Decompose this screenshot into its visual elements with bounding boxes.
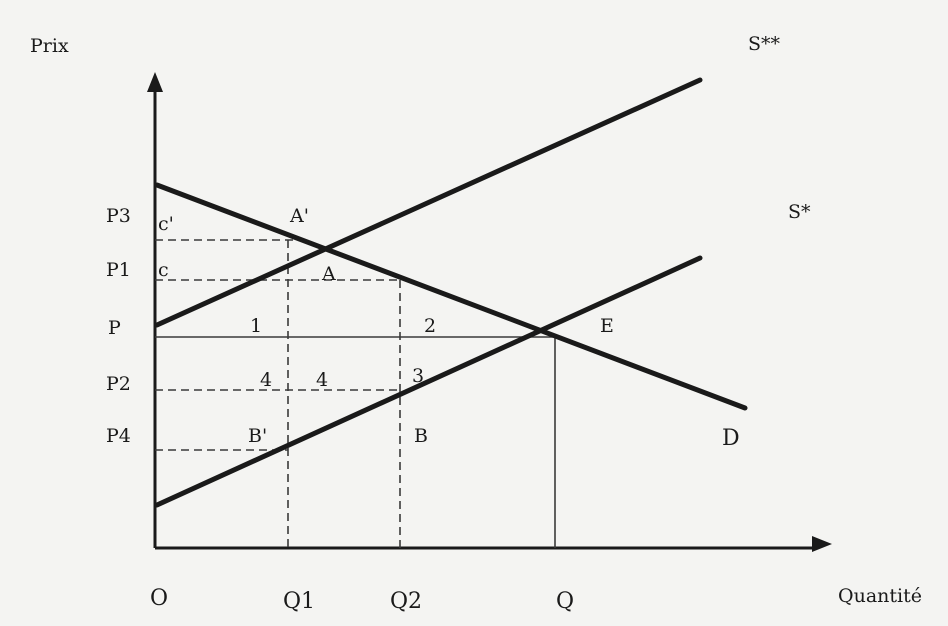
x-axis-label: Quantité bbox=[838, 585, 922, 607]
area-label-c: c bbox=[158, 259, 169, 281]
curve-label-supply-high: S** bbox=[748, 33, 781, 55]
curve-label-demand: D bbox=[722, 426, 740, 451]
quantity-label-q: Q bbox=[556, 589, 574, 614]
supply-curve-low bbox=[154, 255, 703, 508]
price-label-p: P bbox=[108, 317, 121, 339]
quantity-label-q2: Q2 bbox=[390, 589, 422, 614]
area-label-c-prime: c' bbox=[158, 213, 174, 235]
x-axis-arrow bbox=[812, 536, 832, 552]
price-label-p4: P4 bbox=[106, 425, 131, 447]
origin-label: O bbox=[150, 586, 168, 611]
quantity-label-q1: Q1 bbox=[283, 589, 315, 614]
curve-label-supply-low: S* bbox=[788, 201, 811, 223]
price-label-p3: P3 bbox=[106, 205, 131, 227]
point-label-b-prime: B' bbox=[248, 425, 267, 447]
demand-curve bbox=[154, 182, 748, 411]
supply-curve-high bbox=[154, 77, 703, 328]
area-label-4-right: 4 bbox=[316, 369, 328, 391]
point-label-a: A bbox=[321, 263, 336, 285]
area-label-1: 1 bbox=[250, 315, 262, 337]
point-label-b: B bbox=[414, 425, 428, 447]
area-label-4-left: 4 bbox=[260, 369, 272, 391]
area-label-3: 3 bbox=[412, 365, 424, 387]
price-label-p2: P2 bbox=[106, 373, 131, 395]
y-axis-label: Prix bbox=[30, 35, 69, 57]
point-label-e: E bbox=[600, 315, 614, 337]
point-label-a-prime: A' bbox=[289, 205, 309, 227]
y-axis-arrow bbox=[147, 72, 163, 92]
area-label-2: 2 bbox=[424, 315, 436, 337]
price-label-p1: P1 bbox=[106, 259, 131, 281]
